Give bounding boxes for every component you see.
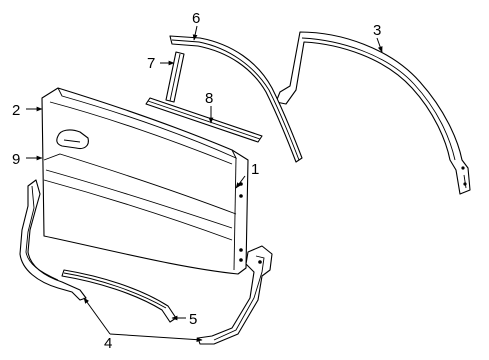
callout-9: 9: [12, 151, 20, 168]
leader-3: [376, 37, 383, 53]
callout-5: 5: [189, 311, 197, 328]
callout-6: 6: [192, 10, 200, 27]
callout-4: 4: [104, 335, 112, 352]
leader-6: [192, 25, 198, 41]
part-4-lower-weatherstrip: [19, 179, 273, 345]
callout-8: 8: [205, 90, 213, 107]
callout-2: 2: [12, 102, 20, 119]
callout-1: 1: [251, 161, 259, 178]
part-7-division-channel: [165, 51, 185, 103]
callout-7: 7: [147, 55, 155, 72]
leader-1: [235, 175, 246, 189]
leader-4a: [83, 297, 111, 335]
part-8-belt-weatherstrip: [145, 97, 263, 143]
part-5-lower-seal: [61, 269, 177, 323]
part-2-door-shell: [41, 87, 249, 275]
callout-3: 3: [373, 22, 381, 39]
part-3-opening-weatherstrip: [275, 31, 471, 195]
part-6-glass-run-channel: [169, 35, 303, 163]
leader-4b: [109, 333, 203, 343]
